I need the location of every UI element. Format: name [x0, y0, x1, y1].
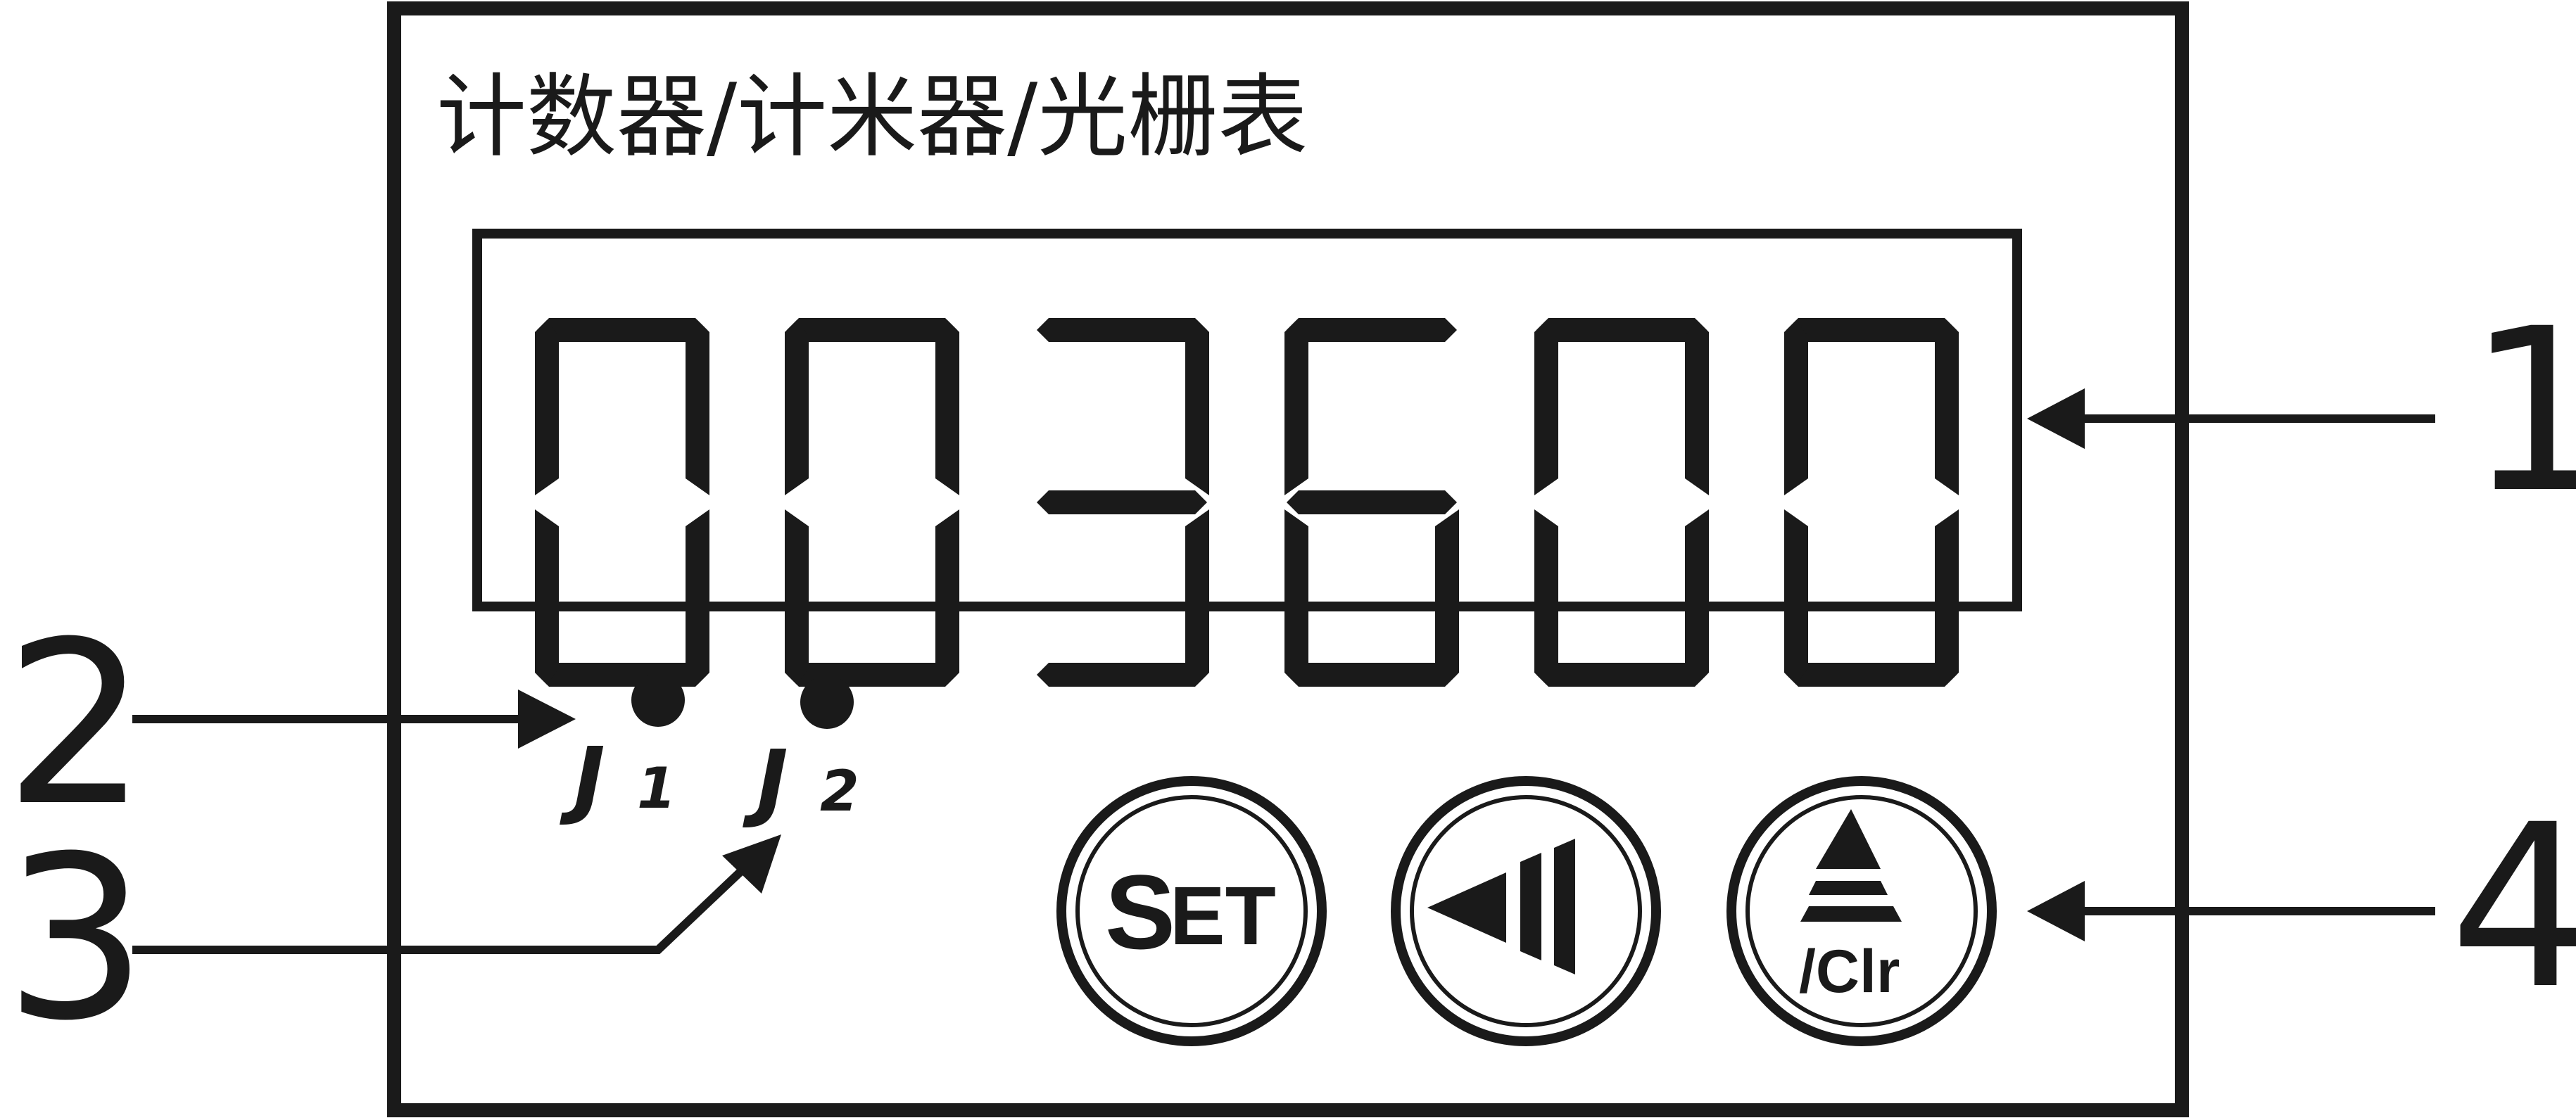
digit-3-segment-a: [1037, 318, 1207, 342]
digit-1-segment-f: [535, 320, 559, 495]
callout-4: 4: [2027, 777, 2576, 1038]
digit-2-segment-e: [785, 509, 809, 685]
digit-6-segment-f: [1784, 320, 1808, 495]
digit-4-segment-a: [1287, 318, 1457, 342]
digit-2-segment-a: [787, 318, 957, 342]
digit-1: [535, 318, 709, 687]
digit-4-segment-d: [1287, 663, 1457, 687]
panel-frame: [387, 1, 2189, 1117]
set-button-outer-ring: [1056, 776, 1327, 1046]
callout-3-number: 3: [4, 808, 148, 1070]
shift-button-outer-ring: [1391, 776, 1661, 1046]
digit-3-segment-g: [1037, 490, 1207, 514]
callout-3-leader: [132, 856, 757, 954]
digit-2: [785, 318, 959, 687]
led-j1-label: J: [560, 730, 605, 828]
led-j1-sub: 1: [637, 756, 676, 821]
led-j2-label: J: [743, 733, 788, 831]
led-j2-dot: [800, 675, 854, 729]
digit-1-segment-e: [535, 509, 559, 685]
digit-6-segment-d: [1786, 663, 1957, 687]
callout-3: 3: [4, 808, 781, 1070]
callout-2: 2: [4, 594, 576, 856]
callout-4-arrowhead: [2027, 881, 2085, 941]
digit-4-segment-f: [1284, 320, 1308, 495]
digit-6: [1784, 318, 1959, 687]
digit-6-segment-a: [1786, 318, 1957, 342]
digit-5-segment-c: [1685, 509, 1709, 685]
shift-button-inner-ring: [1410, 795, 1642, 1027]
digit-1-segment-a: [537, 318, 707, 342]
indicator-j2: J 2: [743, 675, 859, 831]
digit-3-segment-d: [1037, 663, 1207, 687]
digit-5-segment-f: [1534, 320, 1558, 495]
digit-4-segment-c: [1435, 509, 1459, 685]
up-clr-button-label: /Clr: [1799, 938, 1900, 1005]
digit-4-segment-e: [1284, 509, 1308, 685]
callout-1: 1: [2027, 281, 2576, 542]
panel-title: 计数器/计米器/光栅表: [436, 65, 1308, 170]
led-j1-dot: [631, 673, 685, 727]
digit-6-segment-c: [1935, 509, 1959, 685]
digit-3-segment-c: [1185, 509, 1209, 685]
up-triangle-icon: [1800, 809, 1902, 922]
callout-1-arrowhead: [2027, 388, 2085, 449]
set-button-inner-ring: [1075, 795, 1308, 1027]
digit-5-segment-b: [1685, 320, 1709, 495]
digit-2-segment-c: [935, 509, 959, 685]
up-clr-button[interactable]: /Clr: [1726, 776, 1997, 1046]
set-button-label-s: S: [1105, 853, 1175, 971]
set-button-label-et: ET: [1170, 870, 1276, 963]
digit-1-segment-d: [537, 663, 707, 687]
shift-left-icon: [1427, 839, 1575, 974]
digit-5-segment-d: [1536, 663, 1707, 687]
callout-1-number: 1: [2467, 281, 2576, 542]
callout-4-number: 4: [2449, 777, 2576, 1038]
digit-4-segment-g: [1287, 490, 1457, 514]
digit-3-segment-b: [1185, 320, 1209, 495]
callout-3-arrowhead: [722, 834, 781, 894]
shift-button[interactable]: [1391, 776, 1661, 1046]
digit-5: [1534, 318, 1709, 687]
digit-1-segment-c: [686, 509, 709, 685]
set-button[interactable]: S ET: [1056, 776, 1327, 1046]
seven-segment-display: [535, 318, 1959, 687]
digit-3: [1037, 318, 1209, 687]
digit-4: [1284, 318, 1459, 687]
digit-5-segment-e: [1534, 509, 1558, 685]
up-clr-button-outer-ring: [1726, 776, 1997, 1046]
indicator-j1: J 1: [560, 673, 685, 828]
display-window: [472, 229, 2022, 611]
digit-6-segment-e: [1784, 509, 1808, 685]
callout-2-arrowhead: [518, 690, 576, 749]
up-clr-button-inner-ring: [1745, 795, 1978, 1027]
digit-1-segment-b: [686, 320, 709, 495]
callout-2-number: 2: [4, 594, 148, 856]
digit-6-segment-b: [1935, 320, 1959, 495]
led-j2-sub: 2: [820, 758, 859, 824]
digit-5-segment-a: [1536, 318, 1707, 342]
digit-2-segment-b: [935, 320, 959, 495]
digit-2-segment-f: [785, 320, 809, 495]
